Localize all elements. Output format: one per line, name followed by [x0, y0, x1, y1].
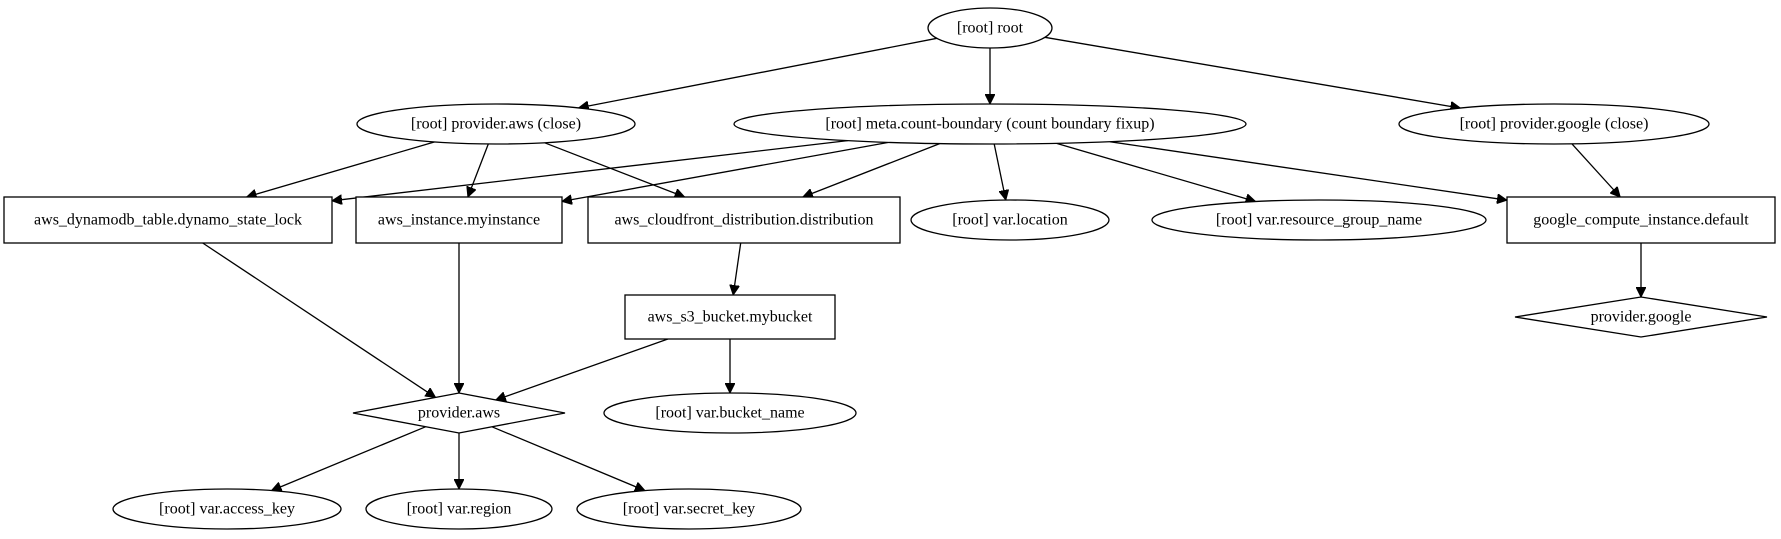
edge-root-to-provider_google_close — [1044, 36, 1461, 108]
edge-meta_count_boundary-to-var_location — [993, 143, 1006, 200]
node-var_resource_group_name: [root] var.resource_group_name — [1151, 199, 1487, 241]
edge-cloudfront-to-s3_bucket — [733, 242, 742, 295]
node-var_region: [root] var.region — [365, 488, 553, 530]
edge-meta_count_boundary-to-dynamodb_table — [332, 139, 848, 201]
node-shape-box — [3, 196, 333, 244]
node-cloudfront: aws_cloudfront_distribution.distribution — [587, 196, 901, 244]
node-root: [root] root — [927, 7, 1053, 49]
edge-provider_google_close-to-google_compute_instance — [1571, 143, 1620, 197]
edge-layer — [202, 36, 1641, 491]
node-label: provider.aws — [418, 405, 500, 422]
node-label: aws_cloudfront_distribution.distribution — [614, 212, 873, 229]
node-var_access_key: [root] var.access_key — [112, 488, 342, 530]
node-dynamodb_table: aws_dynamodb_table.dynamo_state_lock — [3, 196, 333, 244]
node-label: [root] var.secret_key — [623, 501, 755, 518]
edge-s3_bucket-to-provider_aws — [496, 338, 669, 400]
node-shape-box — [624, 294, 836, 340]
node-shape-ellipse — [603, 392, 857, 434]
node-shape-diamond — [352, 392, 566, 434]
node-label: aws_dynamodb_table.dynamo_state_lock — [34, 212, 302, 229]
edge-provider_aws-to-var_access_key — [272, 426, 427, 491]
node-shape-ellipse — [910, 199, 1110, 241]
node-s3_bucket: aws_s3_bucket.mybucket — [624, 294, 836, 340]
node-shape-ellipse — [365, 488, 553, 530]
node-meta_count_boundary: [root] meta.count-boundary (count bounda… — [733, 103, 1247, 145]
node-shape-ellipse — [1151, 199, 1487, 241]
node-shape-ellipse — [356, 103, 636, 145]
node-shape-diamond — [1514, 296, 1768, 338]
node-label: [root] provider.google (close) — [1460, 116, 1649, 133]
node-label: aws_instance.myinstance — [378, 212, 540, 229]
node-label: [root] var.access_key — [159, 501, 295, 518]
node-label: google_compute_instance.default — [1533, 212, 1749, 229]
node-label: [root] provider.aws (close) — [411, 116, 581, 133]
node-shape-box — [1506, 196, 1776, 244]
node-aws_instance: aws_instance.myinstance — [355, 196, 563, 244]
node-shape-ellipse — [927, 7, 1053, 49]
node-var_bucket_name: [root] var.bucket_name — [603, 392, 857, 434]
edge-root-to-provider_aws_close — [579, 37, 938, 108]
node-label: aws_s3_bucket.mybucket — [648, 309, 813, 326]
node-label: [root] var.bucket_name — [655, 405, 804, 422]
edge-meta_count_boundary-to-cloudfront — [803, 142, 940, 197]
node-provider_google: provider.google — [1514, 296, 1768, 338]
edge-provider_aws_close-to-aws_instance — [468, 143, 489, 197]
node-shape-box — [587, 196, 901, 244]
edge-dynamodb_table-to-provider_aws — [202, 242, 436, 397]
node-provider_aws_close: [root] provider.aws (close) — [356, 103, 636, 145]
node-shape-ellipse — [112, 488, 342, 530]
node-provider_aws: provider.aws — [352, 392, 566, 434]
node-var_location: [root] var.location — [910, 199, 1110, 241]
node-label: [root] meta.count-boundary (count bounda… — [825, 116, 1154, 133]
node-label: [root] root — [957, 20, 1024, 37]
node-shape-ellipse — [733, 103, 1247, 145]
node-label: [root] var.resource_group_name — [1216, 212, 1422, 229]
node-shape-ellipse — [576, 488, 802, 530]
node-var_secret_key: [root] var.secret_key — [576, 488, 802, 530]
node-shape-box — [355, 196, 563, 244]
node-label: [root] var.location — [952, 212, 1068, 229]
node-layer: [root] root [root] provider.aws (close) [r… — [3, 7, 1776, 530]
node-google_compute_instance: google_compute_instance.default — [1506, 196, 1776, 244]
node-shape-ellipse — [1398, 103, 1710, 145]
edge-meta_count_boundary-to-google_compute_instance — [1109, 141, 1507, 201]
edge-provider_aws_close-to-cloudfront — [544, 142, 684, 197]
node-provider_google_close: [root] provider.google (close) — [1398, 103, 1710, 145]
node-label: [root] var.region — [407, 501, 512, 518]
edge-provider_aws-to-var_secret_key — [491, 426, 645, 491]
edge-meta_count_boundary-to-aws_instance — [562, 141, 889, 201]
edge-provider_aws_close-to-dynamodb_table — [247, 141, 435, 197]
node-label: provider.google — [1591, 309, 1692, 326]
edge-meta_count_boundary-to-var_resource_group_name — [1056, 142, 1255, 201]
